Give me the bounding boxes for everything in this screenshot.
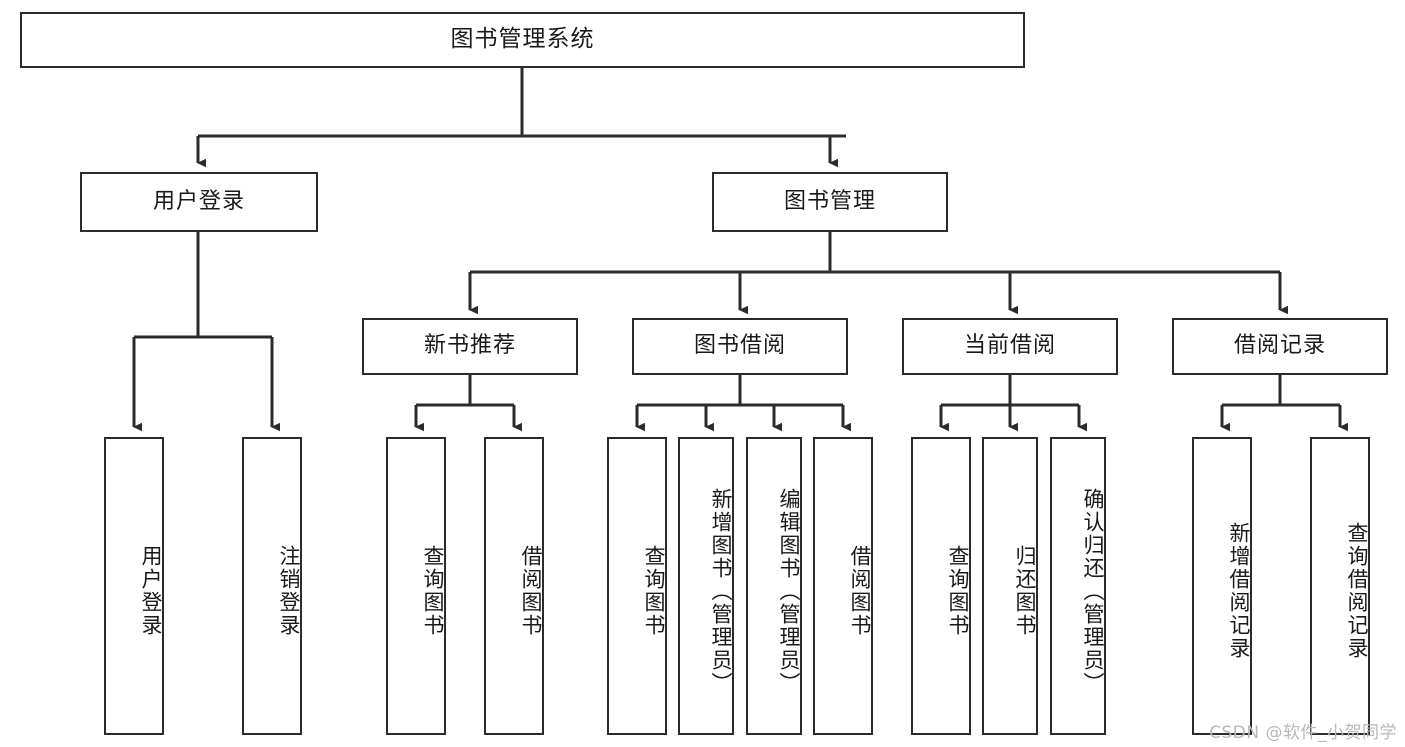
leaf-label: 归还图书 <box>1013 545 1037 637</box>
leaf-label: 借阅图书 <box>519 545 543 637</box>
leaf-label: 新增图书（管理员） <box>709 487 733 695</box>
leaf-label: 借阅图书 <box>848 545 872 637</box>
node-borrow-record-label: 借阅记录 <box>1233 333 1326 359</box>
node-root-label: 图书管理系统 <box>450 26 595 53</box>
node-current-borrow[interactable]: 当前借阅 <box>902 318 1118 375</box>
leaf-current-borrow-query[interactable]: 查询图书 <box>911 437 971 735</box>
leaf-book-borrow-edit[interactable]: 编辑图书（管理员） <box>746 437 802 735</box>
node-user-login-label: 用户登录 <box>152 188 245 214</box>
watermark-text: CSDN @软件_小贺同学 <box>1209 723 1397 743</box>
leaf-book-borrow-borrow[interactable]: 借阅图书 <box>813 437 873 735</box>
node-root-system[interactable]: 图书管理系统 <box>20 12 1025 68</box>
leaf-new-book-query[interactable]: 查询图书 <box>386 437 446 735</box>
leaf-label: 查询借阅记录 <box>1345 522 1369 660</box>
leaf-book-borrow-query[interactable]: 查询图书 <box>607 437 667 735</box>
leaf-label: 注销登录 <box>277 545 301 637</box>
node-book-management-label: 图书管理 <box>783 188 876 214</box>
leaf-label: 编辑图书（管理员） <box>777 487 801 695</box>
leaf-user-login-logout[interactable]: 注销登录 <box>242 437 302 735</box>
leaf-book-borrow-add[interactable]: 新增图书（管理员） <box>678 437 734 735</box>
node-borrow-record[interactable]: 借阅记录 <box>1172 318 1388 375</box>
node-book-borrow-label: 图书借阅 <box>693 333 786 359</box>
leaf-borrow-record-add[interactable]: 新增借阅记录 <box>1192 437 1252 735</box>
node-new-book-recommend-label: 新书推荐 <box>423 333 516 359</box>
leaf-user-login-login[interactable]: 用户登录 <box>104 437 164 735</box>
leaf-new-book-borrow[interactable]: 借阅图书 <box>484 437 544 735</box>
leaf-label: 查询图书 <box>642 545 666 637</box>
node-book-management[interactable]: 图书管理 <box>712 172 948 232</box>
node-new-book-recommend[interactable]: 新书推荐 <box>362 318 578 375</box>
node-user-login[interactable]: 用户登录 <box>80 172 318 232</box>
leaf-label: 用户登录 <box>139 545 163 637</box>
leaf-label: 确认归还（管理员） <box>1081 487 1105 695</box>
leaf-current-borrow-return[interactable]: 归还图书 <box>982 437 1038 735</box>
leaf-label: 查询图书 <box>946 545 970 637</box>
leaf-label: 新增借阅记录 <box>1227 522 1251 660</box>
leaf-borrow-record-query[interactable]: 查询借阅记录 <box>1310 437 1370 735</box>
node-book-borrow[interactable]: 图书借阅 <box>632 318 848 375</box>
leaf-label: 查询图书 <box>421 545 445 637</box>
leaf-current-borrow-confirm-return[interactable]: 确认归还（管理员） <box>1050 437 1106 735</box>
node-current-borrow-label: 当前借阅 <box>963 333 1056 359</box>
